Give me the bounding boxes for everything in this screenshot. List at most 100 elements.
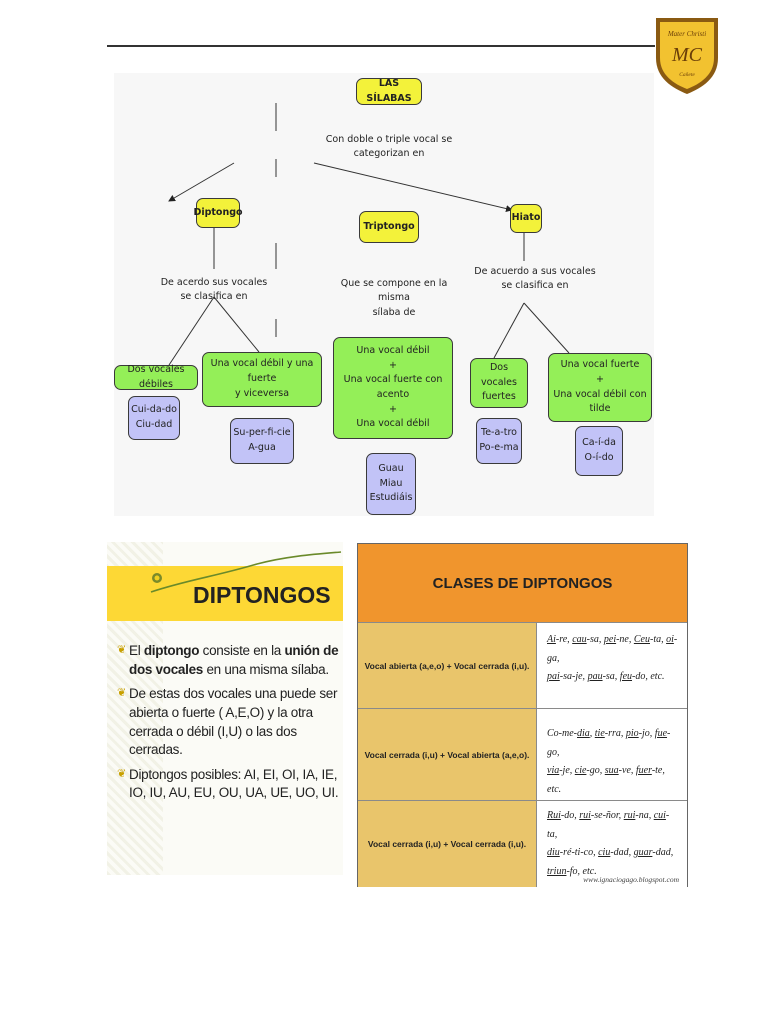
row-label: Vocal cerrada (i,u) + Vocal cerrada (i,u…: [358, 801, 537, 887]
svg-text:Cañete: Cañete: [679, 72, 695, 78]
example-syllable: triun: [547, 865, 567, 877]
row-label: Vocal cerrada (i,u) + Vocal abierta (a,e…: [358, 709, 537, 801]
example-guau: Guau Miau Estudiáis: [366, 453, 416, 515]
example-text: -na,: [635, 810, 654, 821]
leaf-bullet-icon: ❦: [117, 767, 126, 780]
bullet-text: en una misma sílaba.: [203, 661, 329, 677]
example-text: -sa,: [586, 634, 604, 645]
example-text: -go,: [586, 765, 605, 776]
svg-text:MC: MC: [671, 44, 703, 66]
example-text: -ne,: [616, 634, 634, 645]
node-diptongo: Diptongo: [193, 198, 243, 228]
vine-ornament: [150, 551, 342, 593]
example-teatro: Te-a-tro Po-e-ma: [476, 418, 522, 464]
example-syllable: oi: [666, 634, 674, 645]
watermark: www.ignaciogago.blogspot.com: [583, 875, 679, 884]
concept-map: LAS SÍLABAS Con doble o triple vocal se …: [114, 73, 654, 516]
table-row: Vocal abierta (a,e,o) + Vocal cerrada (i…: [358, 622, 687, 709]
svg-text:Mater Christi: Mater Christi: [667, 30, 706, 38]
example-cuidado: Cui-da-do Ciu-dad: [128, 396, 180, 440]
example-syllable: diu: [547, 847, 560, 858]
bullet-bold-text: diptongo: [143, 643, 200, 658]
example-text: -dad,: [610, 847, 634, 858]
bullet-bold-text: unión de dos vocales: [129, 643, 339, 677]
note-categorizan: Con doble o triple vocal se categorizan …: [325, 134, 453, 160]
slide-title: DIPTONGOS: [193, 582, 331, 608]
example-syllable: fue: [654, 728, 668, 739]
example-text: -se-ñor,: [590, 810, 624, 821]
example-superficie: Su-per-fi-cie A-gua: [230, 418, 294, 464]
bullet-item: ❦Diptongos posibles: AI, EI, OI, IA, IE,…: [117, 766, 339, 803]
leaf-bullet-icon: ❦: [117, 644, 126, 656]
example-syllable: cau: [572, 634, 587, 645]
node-hiato: Hiato: [510, 204, 542, 233]
example-text: ,: [589, 728, 595, 739]
example-syllable: Ceu: [633, 634, 650, 645]
row-examples: Co-me-dia, tie-rra, pio-jo, fue-go,via-j…: [537, 709, 687, 801]
node-fuerte-y-debil-tilde: Una vocal fuerte + Una vocal débil con t…: [548, 353, 652, 422]
table-title: CLASES DE DIPTONGOS: [358, 544, 687, 622]
example-syllable: cui: [653, 810, 666, 821]
row-label: Vocal abierta (a,e,o) + Vocal cerrada (i…: [358, 623, 537, 709]
row-examples: Rui-do, rui-se-ñor, rui-na, cui-ta,diu-r…: [537, 801, 687, 887]
concept-map-connectors: [168, 103, 570, 366]
example-text: -ve,: [618, 765, 636, 776]
example-syllable: dia: [577, 728, 590, 739]
table-row: Vocal cerrada (i,u) + Vocal abierta (a,e…: [358, 708, 687, 801]
node-triptongo: Triptongo: [359, 211, 419, 243]
example-text: -ta,: [547, 810, 670, 840]
table-row: Vocal cerrada (i,u) + Vocal cerrada (i,u…: [358, 800, 687, 887]
example-syllable: pei: [603, 634, 617, 645]
example-text: -ga,: [547, 634, 678, 664]
example-text: -ré-ti-co,: [559, 847, 599, 858]
bullet-text: De estas dos vocales una puede ser abier…: [129, 686, 338, 758]
example-caida: Ca-í-da O-í-do: [575, 426, 623, 476]
example-syllable: pio: [625, 728, 639, 739]
example-syllable: feu: [619, 671, 633, 682]
example-syllable: guar: [633, 847, 653, 858]
note-hiato: De acuerdo a sus vocales se clasifica en: [474, 266, 596, 292]
example-syllable: rui: [579, 810, 591, 821]
example-text: -go,: [547, 728, 671, 758]
clases-diptongos-table: CLASES DE DIPTONGOS Vocal abierta (a,e,o…: [357, 543, 688, 887]
diptongos-bullets: ❦El diptongo consiste en la unión de dos…: [117, 642, 339, 809]
example-syllable: via: [547, 765, 560, 776]
leaf-bullet-icon: ❦: [117, 687, 126, 700]
node-triptongo-combinacion: Una vocal débil + Una vocal fuerte con a…: [333, 337, 453, 439]
node-debil-y-fuerte: Una vocal débil y una fuerte y viceversa: [202, 352, 322, 407]
row-examples: Ai-re, cau-sa, pei-ne, Ceu-ta, oi-ga,pai…: [537, 623, 687, 709]
example-text: -sa,: [602, 671, 620, 682]
header-rule: [107, 45, 655, 47]
example-text: -sa-je,: [559, 671, 588, 682]
node-las-silabas: LAS SÍLABAS: [356, 78, 422, 105]
example-syllable: Rui: [547, 810, 561, 821]
school-crest-logo: Mater Christi MC Cañete: [656, 18, 718, 94]
example-syllable: pai: [547, 671, 560, 682]
example-text: -ta,: [649, 634, 667, 645]
example-text: -fo, etc.: [566, 865, 597, 877]
example-text: -dad,: [652, 847, 674, 858]
title-band: [107, 566, 343, 621]
note-triptongo: Que se compone en la misma sílaba de: [340, 278, 448, 318]
example-syllable: fuer: [635, 765, 652, 776]
example-text: -do, etc.: [632, 671, 665, 682]
example-syllable: rui: [623, 810, 636, 821]
node-dos-vocales-debiles: Dos vocales débiles: [114, 364, 198, 390]
example-text: Co-me-: [547, 728, 577, 739]
example-text: -do,: [560, 810, 580, 821]
bullet-text: Diptongos posibles: AI, EI, OI, IA, IE, …: [129, 766, 339, 801]
bullet-item: ❦De estas dos vocales una puede ser abie…: [117, 685, 339, 760]
bullet-text: El: [129, 643, 144, 658]
example-text: -te, etc.: [547, 765, 665, 795]
example-syllable: Ai: [547, 634, 556, 645]
example-text: -je,: [559, 765, 575, 776]
example-syllable: tie: [594, 728, 605, 739]
example-text: -re,: [555, 634, 573, 645]
bullet-item: ❦El diptongo consiste en la unión de dos…: [117, 642, 339, 679]
example-syllable: ciu: [598, 847, 611, 858]
note-diptongo: De acerdo sus vocales se clasifica en: [160, 277, 268, 303]
bullet-text: consiste en la: [199, 643, 285, 658]
example-syllable: pau: [587, 671, 603, 682]
example-text: -jo,: [638, 728, 655, 739]
example-syllable: sua: [604, 765, 619, 776]
